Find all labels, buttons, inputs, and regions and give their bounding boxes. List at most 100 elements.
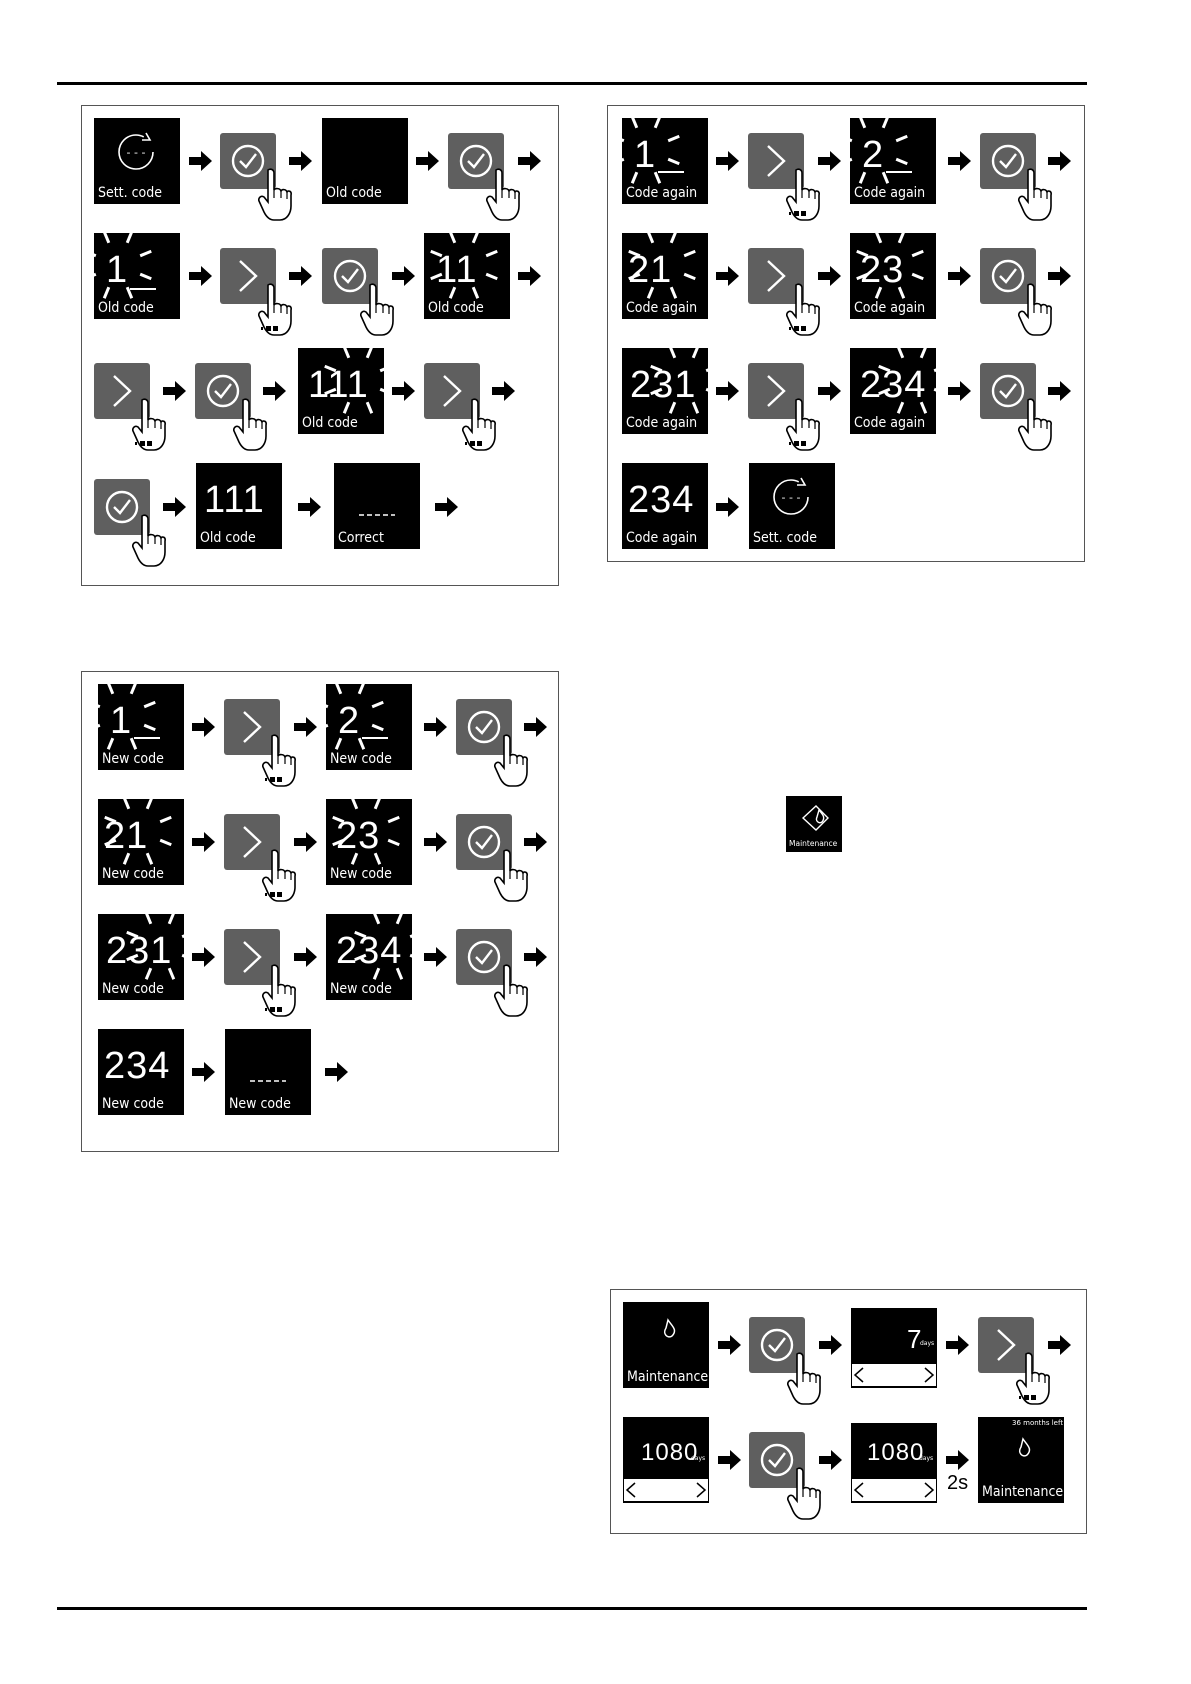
- next-icon: [443, 375, 462, 407]
- display-value: 11: [436, 249, 478, 291]
- display-value: 231: [630, 364, 697, 406]
- finger-tap-icon: [494, 734, 528, 788]
- blink-rays-icon: [430, 233, 498, 299]
- finger-tap-icon: [786, 398, 820, 452]
- display-value: 21: [104, 815, 149, 857]
- next-button[interactable]: [94, 363, 150, 419]
- display-value: 234: [104, 1045, 171, 1087]
- confirm-check-icon: [225, 1029, 286, 1082]
- finger-tap-icon: [786, 168, 820, 222]
- screen-caption: New code: [102, 751, 164, 767]
- confirm-button[interactable]: [322, 248, 378, 304]
- next-button[interactable]: [748, 363, 804, 419]
- arrow-right-icon: [289, 265, 313, 287]
- finger-tap-icon: [262, 734, 296, 788]
- blink-rays-icon: [354, 914, 412, 980]
- arrow-right-icon: [416, 150, 440, 172]
- arrow-right-icon: [524, 831, 548, 853]
- confirm-button[interactable]: [456, 929, 512, 985]
- check-icon: [105, 490, 139, 524]
- arrow-right-icon: [163, 496, 187, 518]
- days-unit: days: [920, 1340, 935, 1347]
- next-button[interactable]: [748, 133, 804, 189]
- next-button[interactable]: [224, 929, 280, 985]
- arrow-right-icon: [818, 150, 842, 172]
- screen-caption: Old code: [428, 300, 484, 316]
- blink-rays-icon: [622, 118, 684, 184]
- arrow-right-icon: [424, 946, 448, 968]
- finger-tap-icon: [786, 283, 820, 337]
- arrow-right-icon: [716, 496, 740, 518]
- screen-caption: Code again: [626, 415, 698, 431]
- finger-tap-icon: [787, 1352, 821, 1406]
- check-icon: [467, 940, 501, 974]
- confirm-button[interactable]: [749, 1432, 805, 1488]
- confirm-button[interactable]: [980, 248, 1036, 304]
- finger-tap-icon: [1018, 168, 1052, 222]
- blink-rays-icon: [650, 348, 708, 414]
- top-rule: [57, 82, 1087, 85]
- confirm-button[interactable]: [980, 133, 1036, 189]
- next-button[interactable]: [220, 248, 276, 304]
- confirm-button[interactable]: [195, 363, 251, 419]
- finger-tap-icon: [262, 964, 296, 1018]
- next-button[interactable]: [224, 814, 280, 870]
- sett-code-screen: - - - Sett. code: [94, 118, 180, 204]
- blink-rays-icon: [332, 799, 400, 865]
- screen-caption: Sett. code: [98, 185, 162, 201]
- check-icon: [206, 374, 240, 408]
- display-value: 1080: [641, 1439, 699, 1466]
- arrow-right-icon: [325, 1061, 349, 1083]
- maintenance-standalone-label: Maintenance: [789, 839, 838, 848]
- screen-caption: New code: [102, 981, 164, 997]
- confirm-button[interactable]: [448, 133, 504, 189]
- next-icon: [243, 941, 262, 973]
- next-button[interactable]: [978, 1317, 1034, 1373]
- screen-caption: New code: [330, 866, 392, 882]
- confirm-button[interactable]: [456, 814, 512, 870]
- arrow-right-icon: [192, 1061, 216, 1083]
- arrow-right-icon: [948, 150, 972, 172]
- finger-tap-icon: [486, 168, 520, 222]
- blink-rays-icon: [878, 348, 936, 414]
- display-value: 1080: [867, 1439, 925, 1466]
- display-value: 1: [110, 700, 133, 742]
- confirm-button[interactable]: [749, 1317, 805, 1373]
- arrow-right-icon: [392, 265, 416, 287]
- settings-code-icon: - - -: [118, 132, 154, 170]
- next-button[interactable]: [224, 699, 280, 755]
- confirm-button[interactable]: [94, 479, 150, 535]
- arrow-right-icon: [946, 1334, 970, 1356]
- next-button[interactable]: [424, 363, 480, 419]
- confirm-button[interactable]: [220, 133, 276, 189]
- next-button[interactable]: [748, 248, 804, 304]
- svg-text:- - -: - - -: [127, 146, 146, 159]
- finger-tap-icon: [1018, 283, 1052, 337]
- screen-caption: Old code: [98, 300, 154, 316]
- display-value: 7: [907, 1324, 923, 1354]
- blink-rays-icon: [850, 118, 912, 184]
- blink-rays-icon: [98, 684, 160, 750]
- confirm-button[interactable]: [456, 699, 512, 755]
- screen-caption: Old code: [326, 185, 382, 201]
- blink-rays-icon: [856, 233, 924, 299]
- screen-caption: Old code: [200, 530, 256, 546]
- display-value: 231: [106, 930, 173, 972]
- arrow-right-icon: [492, 380, 516, 402]
- check-icon: [991, 144, 1025, 178]
- confirm-button[interactable]: [980, 363, 1036, 419]
- old-code-screen: Old code: [322, 118, 408, 204]
- delay-2s-label: 2s: [947, 1472, 969, 1494]
- screen-caption: Code again: [626, 185, 698, 201]
